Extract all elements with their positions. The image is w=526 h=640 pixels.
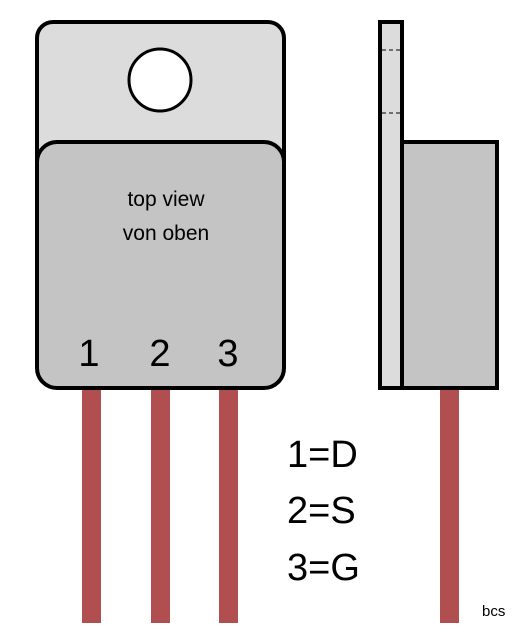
- pin-number-1: 1: [78, 333, 99, 375]
- legend-source: 2=S: [287, 490, 356, 532]
- top-view-label: top view: [127, 188, 205, 211]
- legend-gate: 3=G: [287, 547, 360, 589]
- plastic-body: [35, 140, 286, 390]
- von-oben-label: von oben: [123, 222, 209, 245]
- lead-3: [219, 385, 238, 623]
- pin-number-3: 3: [217, 333, 238, 375]
- legend-drain: 1=D: [287, 434, 358, 476]
- credit-label: bcs: [482, 603, 505, 620]
- lead-1: [82, 385, 101, 623]
- side-lead: [440, 385, 459, 623]
- side-body: [398, 140, 499, 390]
- lead-2: [151, 385, 170, 623]
- mounting-hole: [127, 47, 193, 113]
- pin-number-2: 2: [149, 333, 170, 375]
- side-tab: [378, 20, 404, 390]
